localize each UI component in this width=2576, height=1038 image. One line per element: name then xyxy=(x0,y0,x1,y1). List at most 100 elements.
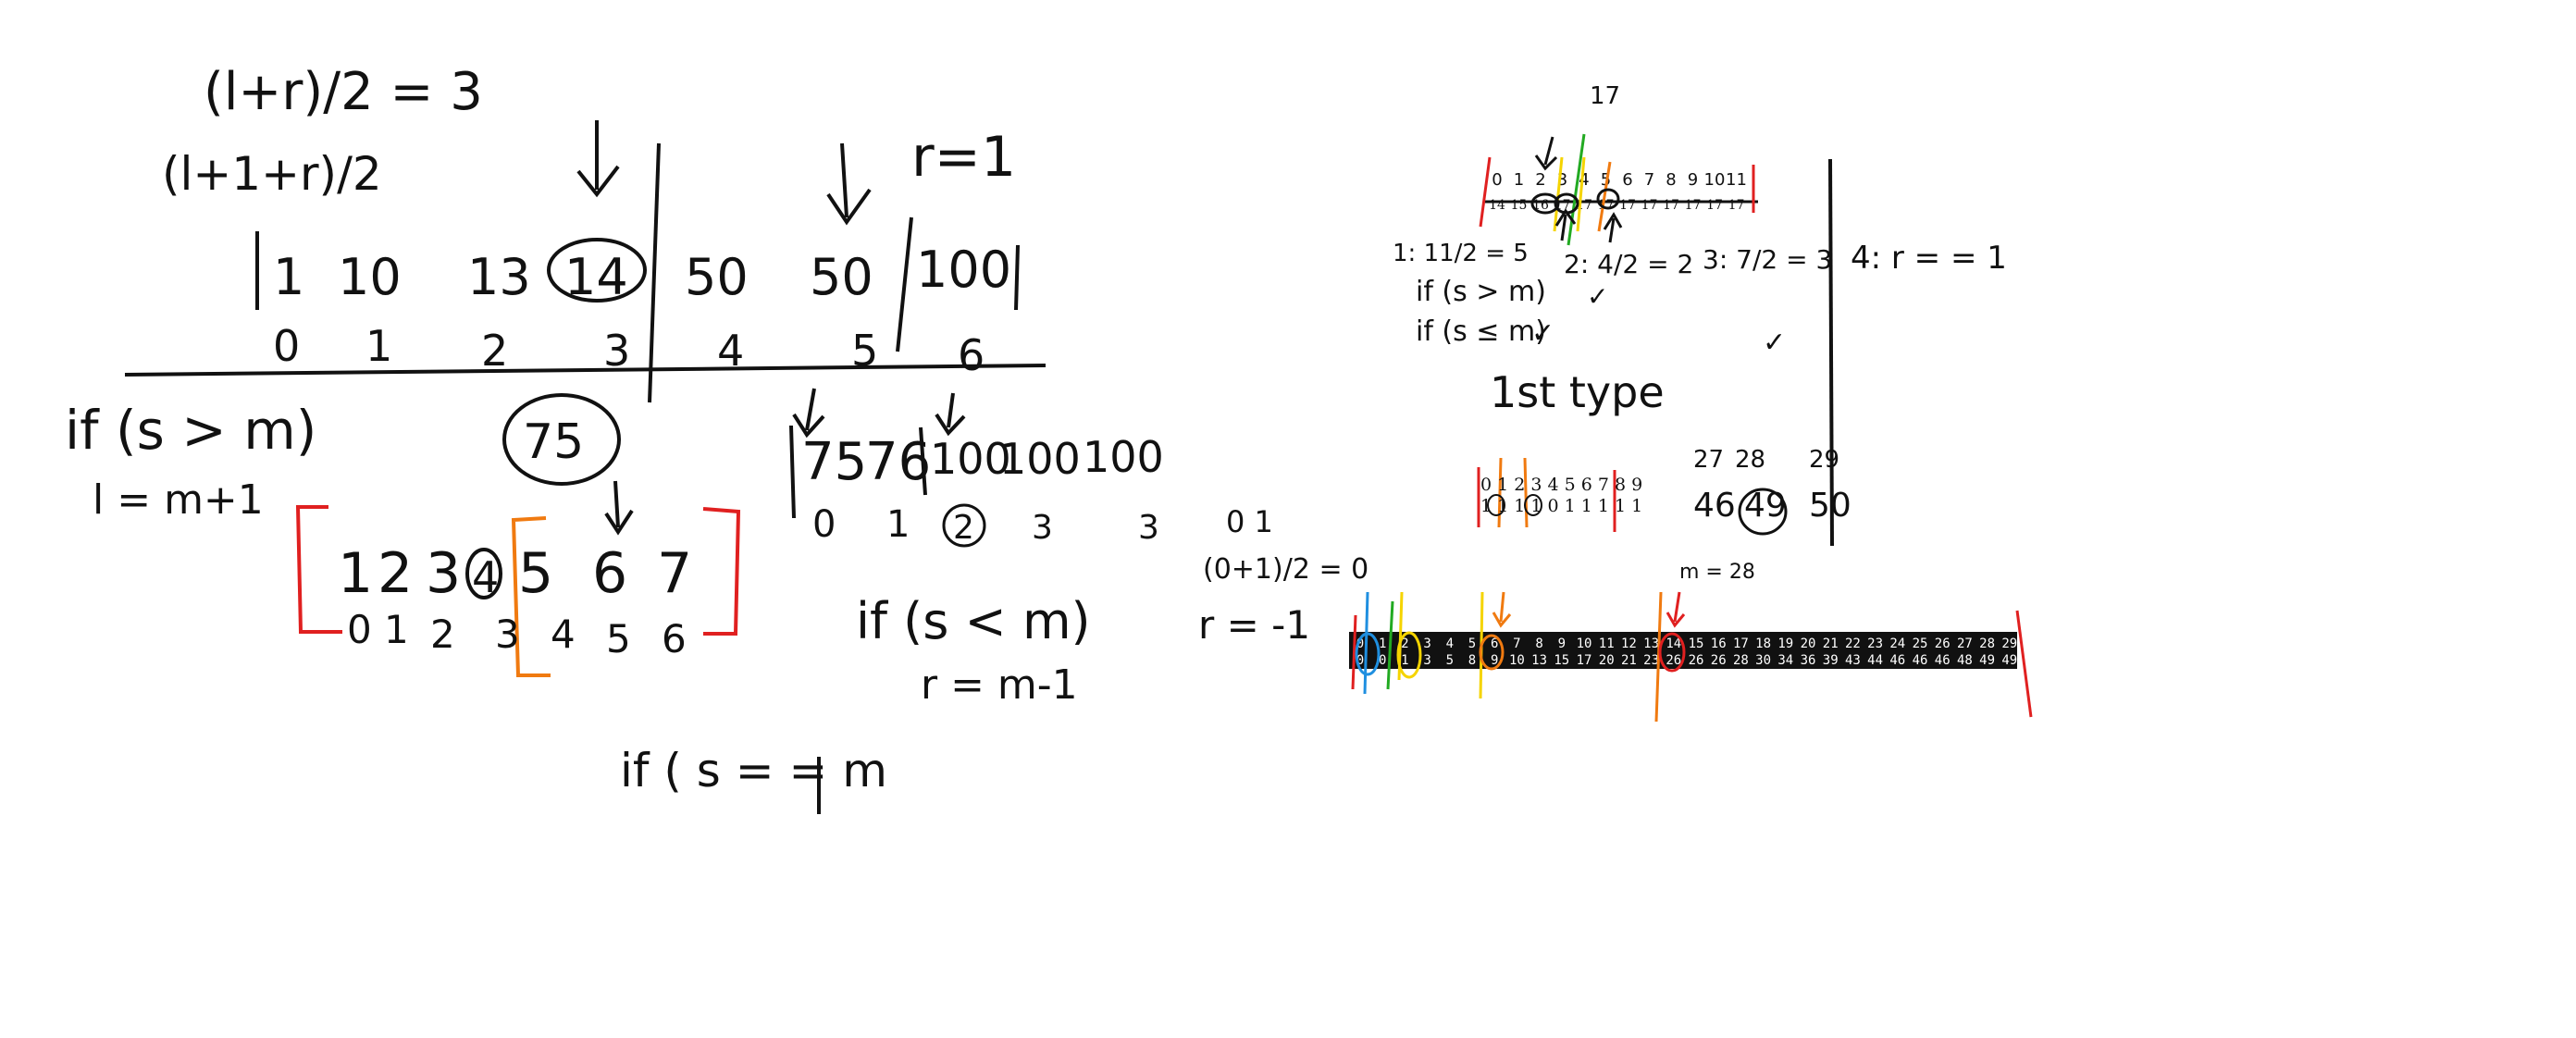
ruler-value: 14 xyxy=(1489,198,1505,213)
circle-mark xyxy=(1355,632,1381,676)
green-marker-line xyxy=(1567,133,1586,246)
array-indexes: 0 1 2 3 4 5 6 xyxy=(273,321,985,380)
strip-index: 5 xyxy=(1468,636,1476,651)
strip-value: 5 xyxy=(1446,653,1454,668)
tail-value: 50 xyxy=(1809,487,1852,525)
circle-mark xyxy=(1738,488,1788,536)
strip-index: 12 xyxy=(1621,636,1637,651)
ruler-index: 11 xyxy=(1726,170,1747,190)
divider-line xyxy=(648,142,661,403)
array-value: 100 xyxy=(916,241,1011,299)
ruler-index: 10 xyxy=(1704,170,1726,190)
sub-value: 100 xyxy=(1083,432,1164,482)
green-marker-line xyxy=(1386,600,1394,690)
sub-bar-left xyxy=(789,425,796,519)
tail-index: 27 xyxy=(1693,446,1724,474)
down-arrow-icon xyxy=(935,392,966,437)
ruler-value: 17 xyxy=(1641,198,1658,213)
strip-index: 29 xyxy=(2001,636,2017,651)
check-mark-icon: ✓ xyxy=(1763,327,1786,359)
strip-value: 13 xyxy=(1531,653,1547,668)
red-marker-line xyxy=(2015,610,2033,718)
strip-index: 2 xyxy=(1401,636,1408,651)
cond-eq: if ( s = = m xyxy=(620,744,887,797)
ruler-value: 17 xyxy=(1663,198,1679,213)
sub-index: 2 xyxy=(953,509,974,547)
strip-value: 0 xyxy=(1379,653,1386,668)
circle-mark xyxy=(1524,494,1542,516)
strip-value: 0 xyxy=(1356,653,1364,668)
bracket-values: 1 2 3 4 5 6 7 xyxy=(338,541,692,606)
up-arrow-icon xyxy=(1554,208,1577,241)
sub-value: 100 xyxy=(930,434,1011,484)
strip-index: 8 xyxy=(1535,636,1542,651)
strip-index: 7 xyxy=(1513,636,1520,651)
ruler-index: 1 xyxy=(1514,170,1524,190)
circle-mark xyxy=(1596,188,1620,210)
baseline-line xyxy=(124,364,1046,377)
down-arrow-icon xyxy=(792,388,825,439)
bracket-index: 2 xyxy=(430,612,455,657)
strip-index: 22 xyxy=(1845,636,1861,651)
bracket-index: 3 xyxy=(495,612,520,657)
ruler-index: 9 xyxy=(1688,170,1698,190)
strip-value: 49 xyxy=(2001,653,2017,668)
strip-index: 11 xyxy=(1599,636,1615,651)
ruler-index: 0 xyxy=(1492,170,1502,190)
array-value: 50 xyxy=(810,248,873,306)
circle-mark xyxy=(465,548,502,599)
strip-index: 21 xyxy=(1823,636,1839,651)
strip-value: 10 xyxy=(1509,653,1525,668)
bracket-index: 4 xyxy=(551,612,576,657)
array-index: 1 xyxy=(365,321,392,371)
check-mark-icon: ✓ xyxy=(1587,281,1608,312)
array-bar-right xyxy=(1014,244,1020,311)
array-values: 1 10 13 14 50 50 100 xyxy=(273,241,1011,306)
strip-index: 0 xyxy=(1356,636,1364,651)
bracket-value: 4 xyxy=(472,552,499,602)
circle-mark xyxy=(1479,634,1505,671)
circle-mark xyxy=(1658,632,1686,673)
down-arrow-icon xyxy=(1534,136,1558,171)
ruler-value: 17 xyxy=(1619,198,1636,213)
assign-r: r = m-1 xyxy=(921,661,1078,709)
strip-index: 15 xyxy=(1689,636,1704,651)
ruler-index: 4 xyxy=(1579,170,1589,190)
array-index: 2 xyxy=(481,326,508,376)
array-index: 0 xyxy=(273,321,300,371)
bracket-indexes: 0 1 2 3 4 5 6 xyxy=(347,607,687,661)
down-arrow-icon xyxy=(576,120,620,198)
ruler-index: 8 xyxy=(1666,170,1676,190)
r-neg: r = -1 xyxy=(1198,602,1310,648)
strip-index: 10 xyxy=(1577,636,1592,651)
strip-value: 46 xyxy=(1889,653,1905,668)
step2: 2: 4/2 = 2 xyxy=(1564,249,1693,279)
bracket-value: 3 xyxy=(426,541,461,606)
check-mark-icon: ✓ xyxy=(1531,317,1554,350)
strip-value: 48 xyxy=(1957,653,1973,668)
ruler-index: 7 xyxy=(1644,170,1654,190)
array-bar-mid xyxy=(896,216,913,352)
ruler-index: 3 xyxy=(1557,170,1567,190)
tail-index: 28 xyxy=(1735,446,1765,474)
strip-value: 49 xyxy=(1979,653,1995,668)
ruler-index: 6 xyxy=(1622,170,1632,190)
circle-mark xyxy=(547,238,647,303)
step1: 1: 11/2 = 5 xyxy=(1393,240,1529,267)
strip-value: 9 xyxy=(1491,653,1498,668)
sub-index: 1 xyxy=(886,503,910,546)
strip-value: 26 xyxy=(1711,653,1727,668)
strip-index: 26 xyxy=(1935,636,1951,651)
array-value: 1 xyxy=(273,248,304,306)
strip-value: 1 xyxy=(1401,653,1408,668)
bracket-index: 1 xyxy=(384,607,409,652)
strip-index: 17 xyxy=(1733,636,1749,651)
strip-value: 3 xyxy=(1423,653,1430,668)
up-arrow-icon xyxy=(1603,212,1623,243)
strip-index: 18 xyxy=(1755,636,1771,651)
ruler-value: 15 xyxy=(1511,198,1528,213)
tail-index: 29 xyxy=(1809,446,1839,474)
